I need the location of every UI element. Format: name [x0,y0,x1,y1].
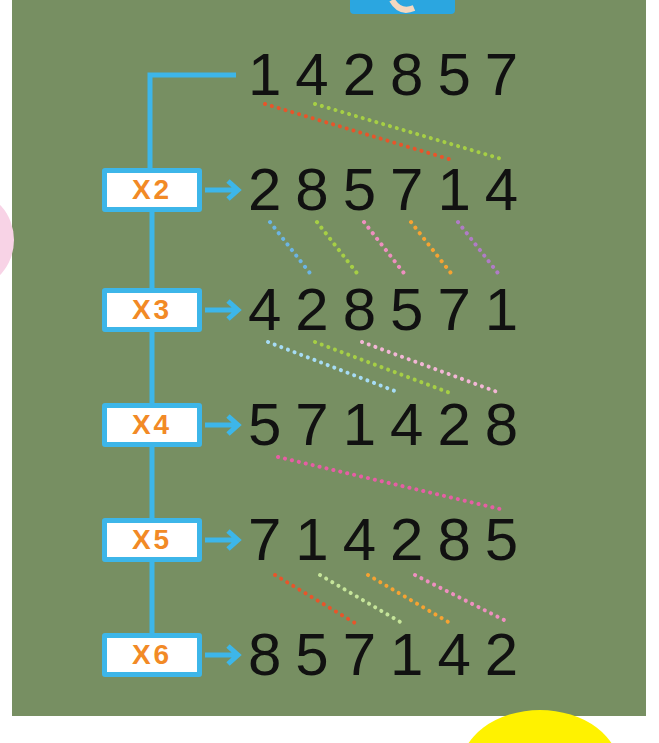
number-row: 857142 [248,625,532,685]
multiplier-text: X5 [132,525,172,555]
spine-connector [150,332,155,403]
multiplier-text: X3 [132,295,172,325]
spine-line [150,75,236,170]
multiplier-box: X2 [102,168,202,212]
spine-connector [150,447,155,518]
pink-circle [0,192,14,288]
multiplier-text: X2 [132,175,172,205]
blue-icon-detail [392,0,414,10]
row-arrows [205,181,238,664]
number-row: 714285 [248,510,532,570]
multiplier-text: X6 [132,640,172,670]
yellow-circle [460,710,620,743]
spine-connector [150,562,155,633]
number-row: 285714 [248,160,532,220]
number-row: 428571 [248,280,532,340]
number-row: 142857 [248,45,532,105]
number-row: 571428 [248,395,532,455]
spine-connector [150,212,155,288]
multiplier-box: X4 [102,403,202,447]
multiplier-box: X3 [102,288,202,332]
multiplier-box: X5 [102,518,202,562]
multiplier-text: X4 [132,410,172,440]
blue-icon [350,0,455,14]
multiplier-box: X6 [102,633,202,677]
